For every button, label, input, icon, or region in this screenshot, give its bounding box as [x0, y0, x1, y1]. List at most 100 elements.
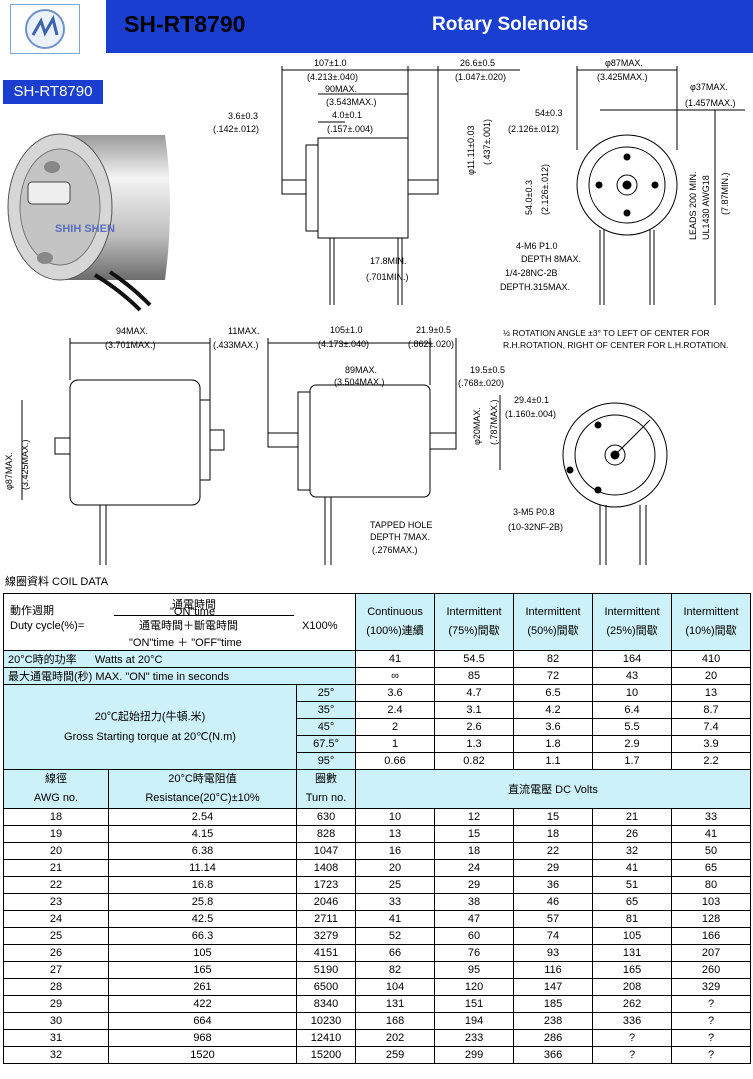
- table-cell: 12: [434, 808, 515, 826]
- table-cell: 27: [3, 961, 109, 979]
- table-cell: 103: [671, 893, 752, 911]
- table-cell: 33: [355, 893, 436, 911]
- svg-text:(4.173±.040): (4.173±.040): [318, 339, 369, 349]
- table-cell: 10: [355, 808, 436, 826]
- table-cell: 36: [513, 876, 594, 894]
- svg-text:(3.543MAX.): (3.543MAX.): [326, 97, 377, 107]
- svg-text:94MAX.: 94MAX.: [116, 326, 148, 336]
- table-cell: 168: [355, 1012, 436, 1030]
- svg-text:(.276MAX.): (.276MAX.): [372, 545, 418, 555]
- svg-text:φ87MAX.: φ87MAX.: [605, 58, 643, 68]
- table-cell: 104: [355, 978, 436, 996]
- table-cell: 24: [3, 910, 109, 928]
- side-view-bottom-left: [21, 338, 225, 565]
- svg-text:TAPPED HOLE: TAPPED HOLE: [370, 520, 432, 530]
- svg-text:(.433MAX.): (.433MAX.): [213, 340, 259, 350]
- product-photo: SHIH SHEN: [0, 110, 170, 312]
- end-view-top: [576, 66, 745, 305]
- watts-row: 20°C時的功率 Watts at 20°C 41 54.5 82 164 41…: [2, 650, 752, 668]
- table-cell: 21: [592, 808, 673, 826]
- svg-text:(1.457MAX.): (1.457MAX.): [685, 98, 736, 108]
- table-cell: 66.3: [108, 927, 297, 945]
- table-cell: 25: [355, 876, 436, 894]
- table-cell: 10230: [295, 1012, 357, 1030]
- table-cell: 166: [671, 927, 752, 945]
- dimension-labels-bottom: 94MAX. (3.701MAX.) 11MAX. (.433MAX.) 105…: [4, 325, 728, 555]
- table-cell: 20: [355, 859, 436, 877]
- table-cell: 260: [671, 961, 752, 979]
- table-cell: 46: [513, 893, 594, 911]
- svg-text:(.437±.001): (.437±.001): [482, 119, 492, 165]
- table-cell: 151: [434, 995, 515, 1013]
- table-cell: 15: [513, 808, 594, 826]
- coil-data-table: 動作週期 Duty cycle(%)= 通電時間 "ON"time 通電時間＋斷…: [2, 593, 752, 1064]
- table-cell: 60: [434, 927, 515, 945]
- svg-text:90MAX.: 90MAX.: [325, 84, 357, 94]
- table-cell: 2046: [295, 893, 357, 911]
- table-cell: 33: [671, 808, 752, 826]
- table-cell: 6500: [295, 978, 357, 996]
- svg-text:(3.504MAX.): (3.504MAX.): [334, 377, 385, 387]
- table-cell: 80: [671, 876, 752, 894]
- svg-text:54.0±0.3: 54.0±0.3: [524, 180, 534, 215]
- table-cell: 19: [3, 825, 109, 843]
- svg-text:3-M5 P0.8: 3-M5 P0.8: [513, 507, 555, 517]
- svg-text:UL1430 AWG18: UL1430 AWG18: [701, 175, 711, 240]
- table-cell: 185: [513, 995, 594, 1013]
- table-cell: 165: [592, 961, 673, 979]
- table-cell: 42.5: [108, 910, 297, 928]
- table-cell: 12410: [295, 1029, 357, 1047]
- table-cell: 4151: [295, 944, 357, 962]
- duty-label: Duty cycle(%)=: [10, 620, 85, 632]
- table-cell: 105: [108, 944, 297, 962]
- column-header: Intermittent(75%)間歇: [434, 593, 515, 651]
- svg-text:54±0.3: 54±0.3: [535, 108, 562, 118]
- table-cell: 41: [355, 910, 436, 928]
- torque-row: 20℃起始扭力(牛頓.米)Gross Starting torque at 20…: [3, 684, 752, 770]
- table-cell: 51: [592, 876, 673, 894]
- technical-drawing: SHIH SHEN 107±1.0 (4.213±.040) 90MAX. (3…: [0, 58, 745, 565]
- table-cell: 664: [108, 1012, 297, 1030]
- table-cell: 5190: [295, 961, 357, 979]
- table-cell: 29: [513, 859, 594, 877]
- table-cell: 259: [355, 1046, 436, 1064]
- table-cell: 630: [295, 808, 357, 826]
- table-cell: 828: [295, 825, 357, 843]
- fraction-bar: [114, 615, 294, 616]
- side-view-top: [281, 66, 520, 305]
- column-header: Intermittent(50%)間歇: [513, 593, 594, 651]
- table-cell: 25: [3, 927, 109, 945]
- table-cell: 261: [108, 978, 297, 996]
- torque-label: 20℃起始扭力(牛頓.米)Gross Starting torque at 20…: [3, 684, 297, 770]
- svg-text:(.862±.020): (.862±.020): [408, 339, 454, 349]
- svg-text:(3.425MAX.): (3.425MAX.): [20, 439, 30, 490]
- table-cell: 238: [513, 1012, 594, 1030]
- header: SH-RT8790 Rotary Solenoids: [0, 0, 753, 56]
- table-cell: 29: [434, 876, 515, 894]
- table-cell: 131: [592, 944, 673, 962]
- table-cell: ?: [671, 995, 752, 1013]
- rotation-note-line1: ½ ROTATION ANGLE ±3° TO LEFT OF CENTER F…: [503, 328, 710, 338]
- svg-text:17.8MIN.: 17.8MIN.: [370, 256, 407, 266]
- table-cell: 30: [3, 1012, 109, 1030]
- svg-text:φ87MAX.: φ87MAX.: [4, 452, 14, 490]
- table-cell: 22: [513, 842, 594, 860]
- table-cell: 32: [3, 1046, 109, 1064]
- table-cell: ?: [671, 1029, 752, 1047]
- dc-volts-header: 直流電壓 DC Volts: [355, 769, 752, 809]
- rotation-note-line2: R.H.ROTATION, RIGHT OF CENTER FOR L.H.RO…: [503, 340, 728, 350]
- table-cell: 24: [434, 859, 515, 877]
